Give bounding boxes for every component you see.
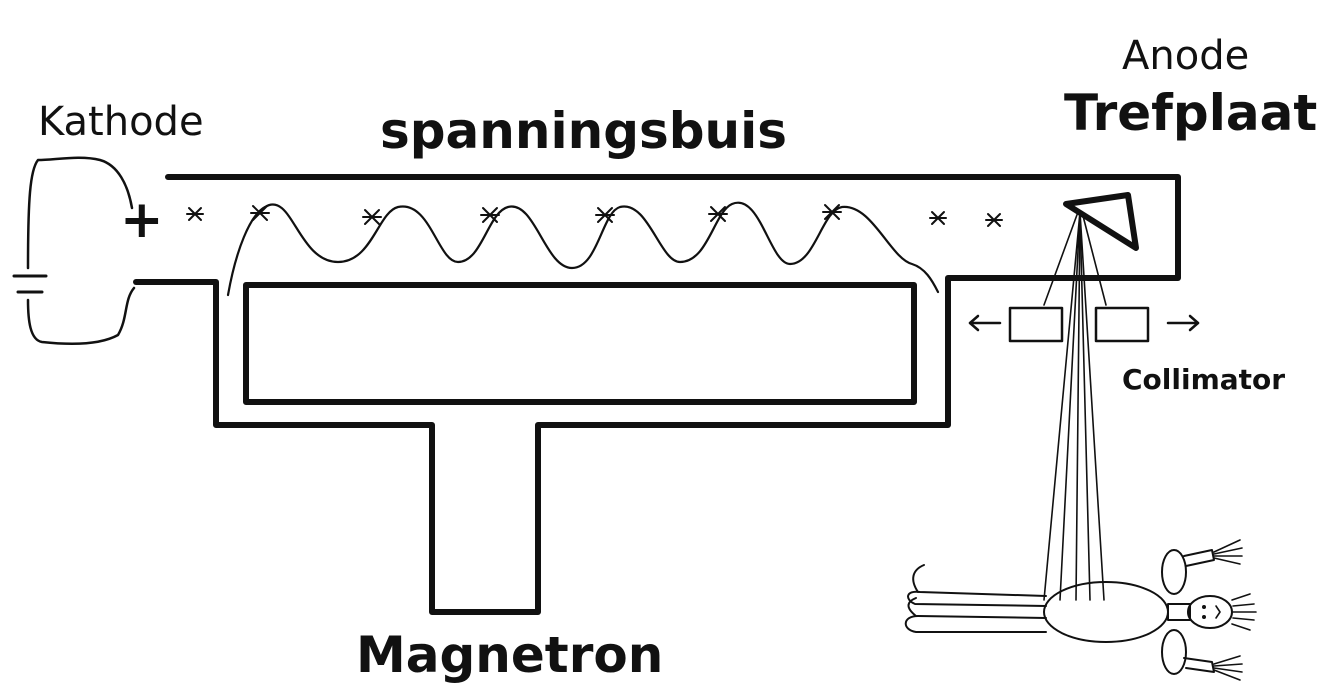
electron <box>929 211 947 225</box>
electron <box>985 213 1003 227</box>
electron <box>708 206 728 222</box>
electron-particles <box>186 204 1003 227</box>
patient-hair <box>1231 593 1257 631</box>
electron <box>362 209 382 225</box>
patient-eye-left <box>1202 605 1206 609</box>
magnetron-chamber <box>243 282 917 405</box>
tube-label: spanningsbuis <box>380 102 788 160</box>
electron <box>250 205 270 221</box>
plus-sign: + <box>120 190 164 250</box>
electron <box>595 207 615 223</box>
patient-upper-arm-bottom <box>1161 629 1187 675</box>
electron <box>822 204 842 220</box>
arrow-left-icon <box>968 314 1002 332</box>
magnetron-label: Magnetron <box>356 626 664 684</box>
patient-forearm-bottom <box>1183 657 1215 673</box>
patient-leg-lower <box>904 615 1047 633</box>
patient-mouth <box>1215 605 1221 619</box>
target-plate <box>1063 192 1139 251</box>
electron <box>186 207 204 221</box>
patient-foot-lower <box>907 597 917 617</box>
cathode-label: Kathode <box>38 99 204 145</box>
patient-forearm-top <box>1183 549 1215 567</box>
xray-beams <box>1043 211 1107 601</box>
target-label: Trefplaat <box>1064 84 1318 142</box>
arrow-right-icon <box>1166 314 1200 332</box>
patient-hand-top <box>1213 539 1243 565</box>
collimator <box>968 306 1200 343</box>
patient-upper-arm-top <box>1161 549 1187 595</box>
accelerator-tube <box>159 174 1181 615</box>
electron <box>480 207 500 223</box>
patient-figure <box>904 539 1257 681</box>
collimator-jaw-left <box>1008 306 1064 343</box>
collimator-jaw-right <box>1094 306 1150 343</box>
anode-label: Anode <box>1122 33 1250 79</box>
collimator-label: Collimator <box>1122 363 1286 396</box>
patient-foot-upper <box>912 564 925 593</box>
electron-wave <box>226 201 940 297</box>
patient-eye-right <box>1202 615 1206 619</box>
patient-head <box>1187 595 1233 629</box>
patient-hand-bottom <box>1213 655 1243 681</box>
patient-torso <box>1043 581 1169 643</box>
patient-leg-upper <box>907 590 1047 607</box>
cathode-circuit <box>12 156 175 345</box>
patient-neck <box>1167 603 1191 621</box>
